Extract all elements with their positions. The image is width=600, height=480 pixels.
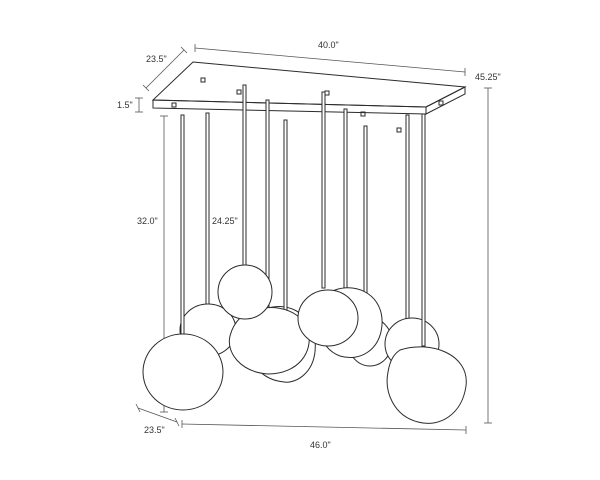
canopy-plate: [151, 61, 467, 133]
pendant-globes-front: [142, 84, 467, 424]
pendant-globes-middle: [228, 91, 383, 375]
label-top-width: 40.0": [318, 40, 339, 50]
label-top-depth: 23.5": [146, 54, 167, 64]
label-bottom-depth: 23.5": [144, 425, 165, 435]
dimension-labels: 40.0" 23.5" 45.25" 1.5" 32.0" 24.25" 23.…: [117, 40, 501, 450]
label-bottom-width: 46.0": [310, 440, 331, 450]
label-min-drop: 24.25": [212, 216, 238, 226]
label-max-drop: 32.0": [137, 216, 158, 226]
label-canopy-thickness: 1.5": [117, 100, 133, 110]
label-overall-height: 45.25": [475, 72, 501, 82]
